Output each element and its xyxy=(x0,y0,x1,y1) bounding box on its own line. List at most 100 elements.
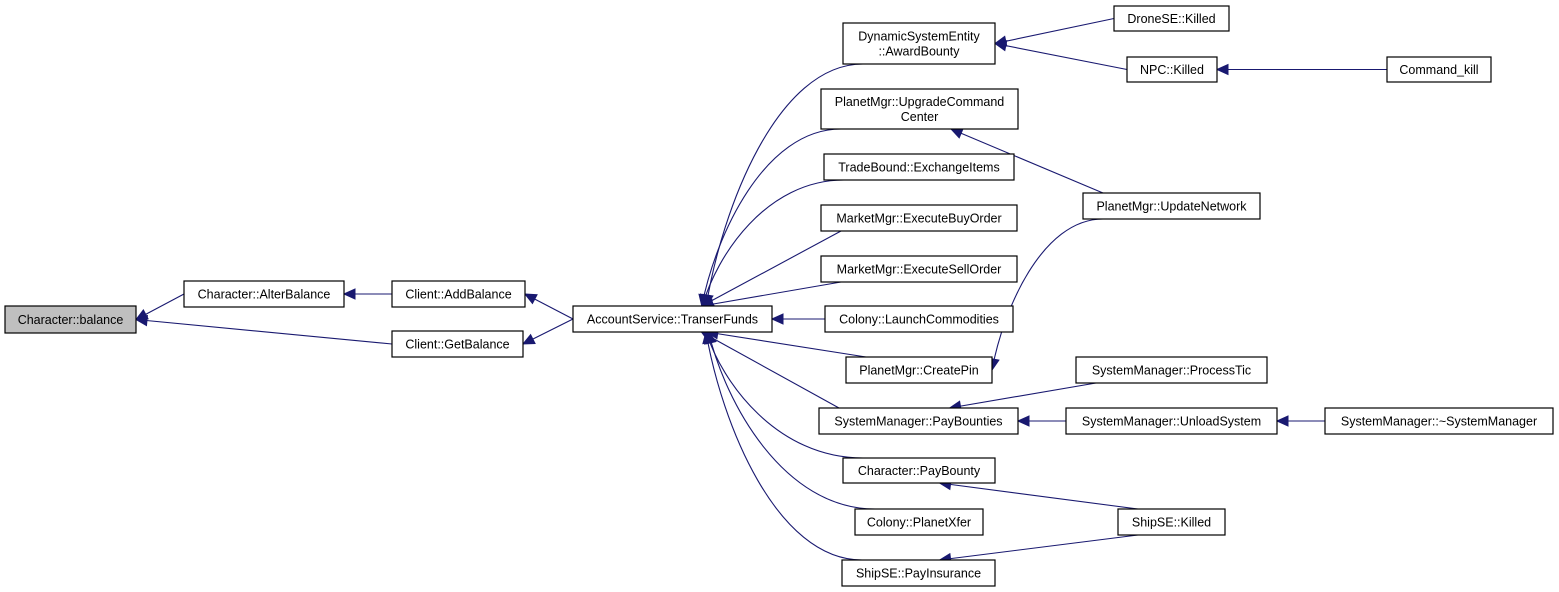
node-box xyxy=(572,305,773,333)
node-npckilled[interactable]: NPC::Killed xyxy=(1126,56,1218,83)
node-buyorder[interactable]: MarketMgr::ExecuteBuyOrder xyxy=(820,204,1018,232)
node-box xyxy=(1082,192,1261,220)
node-unloadsystem[interactable]: SystemManager::UnloadSystem xyxy=(1065,407,1278,435)
node-launchcomm[interactable]: Colony::LaunchCommodities xyxy=(824,305,1014,333)
node-box xyxy=(391,330,524,358)
node-label: SystemManager::UnloadSystem xyxy=(1082,415,1261,429)
node-box xyxy=(854,508,984,536)
node-label: Center xyxy=(901,110,939,124)
edge-dronekilled-to-awardbounty xyxy=(993,17,1115,47)
edge-transerfunds-to-addbalance xyxy=(523,293,574,320)
node-paybounty[interactable]: Character::PayBounty xyxy=(842,457,996,484)
node-label: MarketMgr::ExecuteSellOrder xyxy=(837,263,1002,277)
node-box xyxy=(1126,56,1218,83)
node-processtic[interactable]: SystemManager::ProcessTic xyxy=(1075,356,1268,384)
node-label: TradeBound::ExchangeItems xyxy=(838,161,999,175)
node-label: SystemManager::PayBounties xyxy=(834,415,1002,429)
arrowhead-icon xyxy=(521,333,536,345)
node-paybounties[interactable]: SystemManager::PayBounties xyxy=(818,407,1019,435)
node-box xyxy=(842,457,996,484)
arrowhead-icon xyxy=(993,40,1008,52)
node-createpin[interactable]: PlanetMgr::CreatePin xyxy=(845,356,993,384)
edge-payinsurance-to-transerfunds xyxy=(702,330,863,561)
node-label: DroneSE::Killed xyxy=(1127,12,1215,26)
node-sellorder[interactable]: MarketMgr::ExecuteSellOrder xyxy=(820,255,1018,283)
node-label: DynamicSystemEntity xyxy=(858,30,980,44)
edge-updatenetwork-to-createpin xyxy=(988,218,1104,372)
edge-alterbalance-to-balance xyxy=(134,293,185,321)
node-box xyxy=(841,559,996,587)
node-awardbounty[interactable]: DynamicSystemEntity::AwardBounty xyxy=(842,22,996,65)
node-balance[interactable]: Character::balance xyxy=(4,305,137,334)
node-alterbalance[interactable]: Character::AlterBalance xyxy=(183,280,345,308)
edge-shipkilled-to-paybounty xyxy=(938,478,1139,510)
node-updatenetwork[interactable]: PlanetMgr::UpdateNetwork xyxy=(1082,192,1261,220)
node-label: ShipSE::PayInsurance xyxy=(856,567,981,581)
edge-buyorder-to-transerfunds xyxy=(700,230,842,307)
node-box xyxy=(1065,407,1278,435)
node-box xyxy=(845,356,993,384)
node-addbalance[interactable]: Client::AddBalance xyxy=(391,280,526,308)
arrowhead-icon xyxy=(949,128,964,139)
edge-transerfunds-to-getbalance xyxy=(521,318,574,345)
node-box xyxy=(183,280,345,308)
node-label: Command_kill xyxy=(1399,63,1478,77)
node-label: ShipSE::Killed xyxy=(1132,516,1211,530)
arrowhead-icon xyxy=(1275,415,1289,427)
node-label: Character::balance xyxy=(18,313,124,327)
edge-exchangeitems-to-transerfunds xyxy=(699,179,845,308)
edges-layer xyxy=(134,17,1387,565)
edge-sellorder-to-transerfunds xyxy=(700,281,842,310)
node-label: Colony::LaunchCommodities xyxy=(839,313,999,327)
edge-npckilled-to-awardbounty xyxy=(993,40,1128,71)
edge-processtic-to-paybounties xyxy=(948,382,1097,412)
node-box xyxy=(1113,5,1230,32)
node-exchangeitems[interactable]: TradeBound::ExchangeItems xyxy=(823,153,1015,181)
node-shipkilled[interactable]: ShipSE::Killed xyxy=(1117,508,1226,536)
node-label: PlanetMgr::CreatePin xyxy=(859,364,979,378)
node-box xyxy=(823,153,1015,181)
node-label: MarketMgr::ExecuteBuyOrder xyxy=(836,212,1001,226)
arrowhead-icon xyxy=(1016,415,1030,427)
node-label: Client::AddBalance xyxy=(405,288,511,302)
node-label: Client::GetBalance xyxy=(405,338,509,352)
node-label: Colony::PlanetXfer xyxy=(867,516,971,530)
node-box xyxy=(818,407,1019,435)
node-box xyxy=(820,255,1018,283)
node-box xyxy=(391,280,526,308)
arrowhead-icon xyxy=(770,313,784,325)
arrowhead-icon xyxy=(1215,63,1229,76)
edge-updatenetwork-to-upgradecc xyxy=(949,128,1104,194)
arrowhead-icon xyxy=(342,288,356,300)
node-label: PlanetMgr::UpgradeCommand xyxy=(835,95,1005,109)
node-box xyxy=(4,305,137,334)
node-box xyxy=(1386,56,1492,83)
node-dtor[interactable]: SystemManager::~SystemManager xyxy=(1324,407,1554,435)
arrowhead-icon xyxy=(134,314,148,327)
node-label: Character::AlterBalance xyxy=(198,288,331,302)
node-transerfunds[interactable]: AccountService::TranserFunds xyxy=(572,305,773,333)
edge-getbalance-to-balance xyxy=(134,314,393,345)
edge-launchcomm-to-transerfunds xyxy=(770,313,825,325)
node-payinsurance[interactable]: ShipSE::PayInsurance xyxy=(841,559,996,587)
node-box xyxy=(1075,356,1268,384)
edge-paybounty-to-transerfunds xyxy=(704,330,864,459)
node-label: SystemManager::ProcessTic xyxy=(1092,364,1251,378)
node-label: Character::PayBounty xyxy=(858,464,981,478)
node-box xyxy=(820,88,1019,130)
node-box xyxy=(842,22,996,65)
edge-upgradecc-to-transerfunds xyxy=(698,128,842,308)
edge-commandkill-to-npckilled xyxy=(1215,63,1387,76)
node-label: SystemManager::~SystemManager xyxy=(1341,415,1537,429)
node-commandkill[interactable]: Command_kill xyxy=(1386,56,1492,83)
edge-shipkilled-to-payinsurance xyxy=(938,534,1139,565)
node-getbalance[interactable]: Client::GetBalance xyxy=(391,330,524,358)
node-box xyxy=(1324,407,1554,435)
node-planetxfer[interactable]: Colony::PlanetXfer xyxy=(854,508,984,536)
node-label: NPC::Killed xyxy=(1140,63,1204,77)
node-box xyxy=(820,204,1018,232)
arrowhead-icon xyxy=(523,293,538,305)
node-dronekilled[interactable]: DroneSE::Killed xyxy=(1113,5,1230,32)
